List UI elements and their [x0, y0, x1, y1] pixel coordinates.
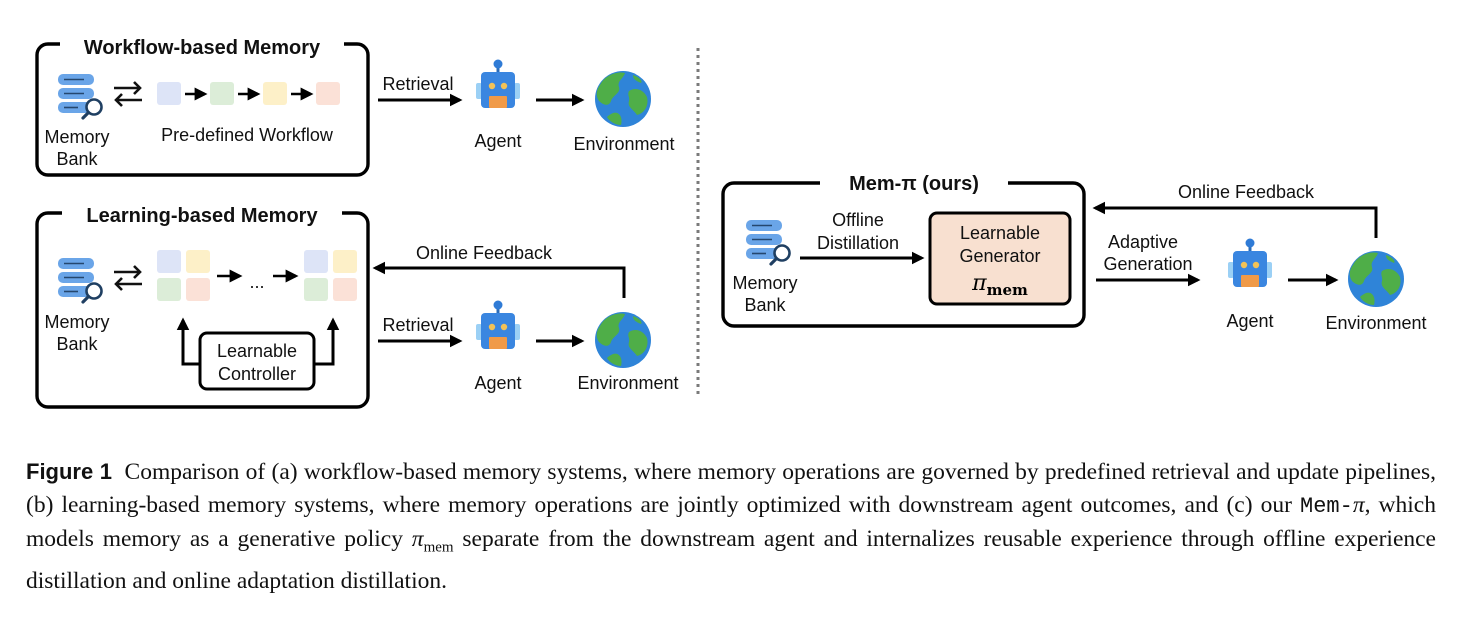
controller-label-line2: Controller — [218, 364, 296, 384]
agent-label: Agent — [474, 131, 521, 151]
online-feedback-arrow — [372, 261, 626, 298]
swap-arrows-icon — [112, 264, 144, 292]
memory-bank-label-line1: Memory — [44, 127, 109, 147]
agent-label: Agent — [1226, 311, 1273, 331]
figure-caption: Figure 1 Comparison of (a) workflow-base… — [26, 455, 1436, 598]
memory-bank-icon — [744, 218, 792, 266]
agent-label: Agent — [474, 373, 521, 393]
memory-bank-icon — [56, 72, 104, 120]
predefined-workflow-steps — [157, 82, 340, 105]
learnable-controller-box — [198, 331, 316, 391]
panel-learning-based-memory: Learning-based Memory Memory Bank ... Le… — [35, 202, 679, 409]
controller-arrow-left — [176, 317, 200, 366]
robot-agent-icon — [474, 299, 522, 351]
adaptive-label-line1: Adaptive — [1108, 232, 1178, 252]
distill-label-line2: Distillation — [817, 233, 899, 253]
distill-label-line1: Offline — [832, 210, 884, 230]
learnable-generator-box — [928, 211, 1072, 306]
memory-bank-label-line2: Bank — [744, 295, 786, 315]
memory-grid-right — [304, 250, 357, 301]
figure-label: Figure 1 — [26, 459, 112, 484]
memory-bank-icon — [56, 256, 104, 304]
workflow-label: Pre-defined Workflow — [161, 125, 334, 145]
retrieval-label: Retrieval — [382, 315, 453, 335]
earth-globe-icon — [595, 71, 651, 127]
memory-comparison-diagram: Workflow-based Memory Memory Bank Pre-de… — [35, 33, 1427, 409]
generator-policy-symbol: πmem — [971, 271, 1028, 299]
robot-agent-icon — [1226, 237, 1274, 289]
memory-bank-label-line1: Memory — [44, 312, 109, 332]
caption-text-1: Comparison of (a) workflow-based memory … — [26, 459, 1436, 518]
pi-subscript: mem — [987, 281, 1028, 299]
environment-label: Environment — [573, 134, 674, 154]
caption-text-2: , which models memory as a generative po… — [26, 492, 1436, 552]
robot-agent-icon — [474, 58, 522, 110]
pi-symbol: π — [971, 271, 987, 296]
environment-label: Environment — [577, 373, 678, 393]
generator-label-line1: Learnable — [960, 223, 1040, 243]
memory-bank-label-line1: Memory — [732, 273, 797, 293]
online-feedback-label: Online Feedback — [416, 243, 553, 263]
panel-a-title: Workflow-based Memory — [84, 37, 321, 59]
panel-c-title: Mem-π (ours) — [849, 173, 979, 195]
controller-label-line1: Learnable — [217, 341, 297, 361]
swap-arrows-icon — [112, 80, 144, 108]
environment-label: Environment — [1325, 313, 1426, 333]
caption-policy-symbol: π — [411, 526, 424, 552]
caption-method-name: Mem- — [1300, 494, 1353, 519]
online-feedback-arrow — [1092, 201, 1378, 238]
caption-text-3: separate from the downstream agent and i… — [26, 526, 1436, 594]
earth-globe-icon — [595, 312, 651, 368]
ellipsis: ... — [249, 272, 264, 292]
panel-b-title: Learning-based Memory — [86, 205, 318, 227]
earth-globe-icon — [1348, 251, 1404, 307]
panel-mem-pi: Mem-π (ours) Memory Bank Offline Distill… — [721, 169, 1427, 333]
caption-policy-subscript: mem — [423, 539, 454, 556]
online-feedback-label: Online Feedback — [1178, 182, 1315, 202]
caption-method-symbol: π — [1352, 492, 1365, 518]
controller-arrow-right — [314, 317, 340, 366]
retrieval-label: Retrieval — [382, 74, 453, 94]
memory-grid-left — [157, 250, 210, 301]
panel-workflow-based-memory: Workflow-based Memory Memory Bank Pre-de… — [35, 33, 675, 177]
generator-label-line2: Generator — [959, 246, 1040, 266]
adaptive-label-line2: Generation — [1103, 254, 1192, 274]
memory-bank-label-line2: Bank — [56, 149, 98, 169]
memory-bank-label-line2: Bank — [56, 334, 98, 354]
